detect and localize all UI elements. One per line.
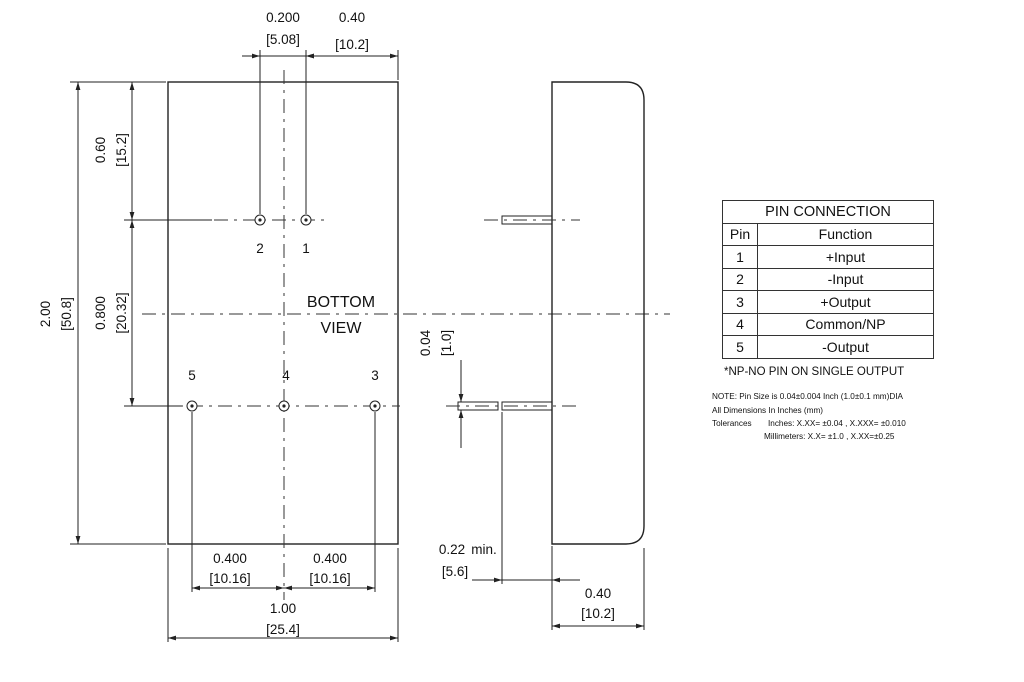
dim-total-height: 2.00 [50.8] — [38, 82, 81, 544]
dim-side-040-in: 0.40 — [585, 586, 611, 601]
dim-200-mm: [50.8] — [59, 297, 74, 331]
pin-number: 4 — [722, 312, 758, 336]
table-row: 1 +Input — [722, 245, 934, 269]
pin-1-label: 1 — [302, 241, 310, 256]
pin-function: Common/NP — [757, 312, 934, 336]
pin-table-title: PIN CONNECTION — [722, 200, 934, 224]
table-row: 4 Common/NP — [722, 312, 934, 336]
note-tolerances-inches: Inches: X.XX= ±0.04 , X.XXX= ±0.010 — [768, 419, 906, 428]
pin-2-label: 2 — [256, 241, 264, 256]
note-dimension-units: All Dimensions In Inches (mm) — [712, 406, 824, 415]
pin-4-marker: 4 — [278, 368, 290, 412]
pin-function: +Input — [757, 245, 934, 269]
dim-pin-pitch-top: 0.200 [5.08] — [242, 10, 324, 59]
dim-depth: 0.40 [10.2] — [552, 548, 645, 630]
dim-022-suffix: min. — [471, 542, 497, 557]
dim-022-mm: [5.6] — [442, 564, 468, 579]
pin-number: 3 — [722, 290, 758, 314]
dim-0200-in: 0.200 — [266, 10, 300, 25]
dim-100-mm: [25.4] — [266, 622, 300, 637]
note-pin-size: NOTE: Pin Size is 0.04±0.004 Inch (1.0±0… — [712, 392, 904, 401]
module-outline — [167, 81, 399, 545]
pin-table-header-pin: Pin — [722, 222, 758, 246]
dim-row-spacing: 0.800 [20.32] — [93, 220, 135, 406]
pin-5-label: 5 — [188, 368, 196, 383]
dim-0800-mm: [20.32] — [114, 292, 129, 333]
dim-0800-in: 0.800 — [93, 296, 108, 330]
pin-function: -Input — [757, 267, 934, 291]
side-pin-bottom — [446, 401, 580, 411]
side-view: 0.04 [1.0] 0.22 min. [5.6] 0.40 [10.2] — [418, 81, 645, 630]
dim-022-in: 0.22 — [439, 542, 465, 557]
dim-left-pitch: 0.400 [10.16] — [192, 551, 284, 591]
dim-040-mm: [10.2] — [335, 37, 369, 52]
dim-0200-mm: [5.08] — [266, 32, 300, 47]
note-tolerances-label: Tolerances — [712, 419, 752, 428]
dim-040-in: 0.40 — [339, 10, 365, 25]
dim-total-width: 1.00 [25.4] — [168, 601, 398, 641]
dim-004-mm: [1.0] — [439, 330, 454, 356]
pin-table-header-function: Function — [757, 222, 934, 246]
side-pin-top — [484, 215, 580, 225]
dim-004-in: 0.04 — [418, 329, 433, 356]
table-row: 3 +Output — [722, 290, 934, 314]
pin-function: +Output — [757, 290, 934, 314]
dim-pin1-to-edge: 0.40 [10.2] — [306, 10, 398, 59]
view-label-line1: BOTTOM — [307, 294, 375, 311]
bottom-view: BOTTOM VIEW 2 1 5 4 3 — [38, 10, 670, 642]
dim-top-to-pins: 0.60 [15.2] — [93, 82, 135, 220]
dim-right-pitch: 0.400 [10.16] — [284, 551, 375, 591]
pin-5-marker: 5 — [186, 368, 198, 412]
dim-060-in: 0.60 — [93, 137, 108, 163]
pin-number: 2 — [722, 267, 758, 291]
pin-number: 5 — [722, 335, 758, 359]
side-outline — [551, 81, 645, 545]
dim-060-mm: [15.2] — [114, 133, 129, 167]
dim-pin-length: 0.22 min. [5.6] — [439, 412, 580, 630]
pin-connection-table: PIN CONNECTION Pin Function 1 +Input 2 -… — [722, 200, 934, 359]
dim-0400-right-mm: [10.16] — [309, 571, 350, 586]
dim-0400-right-in: 0.400 — [313, 551, 347, 566]
table-row: 5 -Output — [722, 335, 934, 359]
pin-3-label: 3 — [371, 368, 379, 383]
dim-0400-left-in: 0.400 — [213, 551, 247, 566]
pin-3-marker: 3 — [369, 368, 381, 412]
view-label-line2: VIEW — [321, 320, 363, 337]
dim-200-in: 2.00 — [38, 301, 53, 327]
pin-number: 1 — [722, 245, 758, 269]
np-footnote: *NP-NO PIN ON SINGLE OUTPUT — [724, 366, 905, 378]
dim-0400-left-mm: [10.16] — [209, 571, 250, 586]
dim-pin-diameter: 0.04 [1.0] — [418, 329, 464, 448]
note-tolerances-mm: Millimeters: X.X= ±1.0 , X.XX=±0.25 — [764, 432, 895, 441]
pin-1-marker: 1 — [300, 214, 312, 256]
pin-function: -Output — [757, 335, 934, 359]
pin-4-label: 4 — [282, 368, 290, 383]
pin-2-marker: 2 — [254, 214, 266, 256]
table-row: 2 -Input — [722, 267, 934, 291]
dim-side-040-mm: [10.2] — [581, 606, 615, 621]
dim-100-in: 1.00 — [270, 601, 296, 616]
